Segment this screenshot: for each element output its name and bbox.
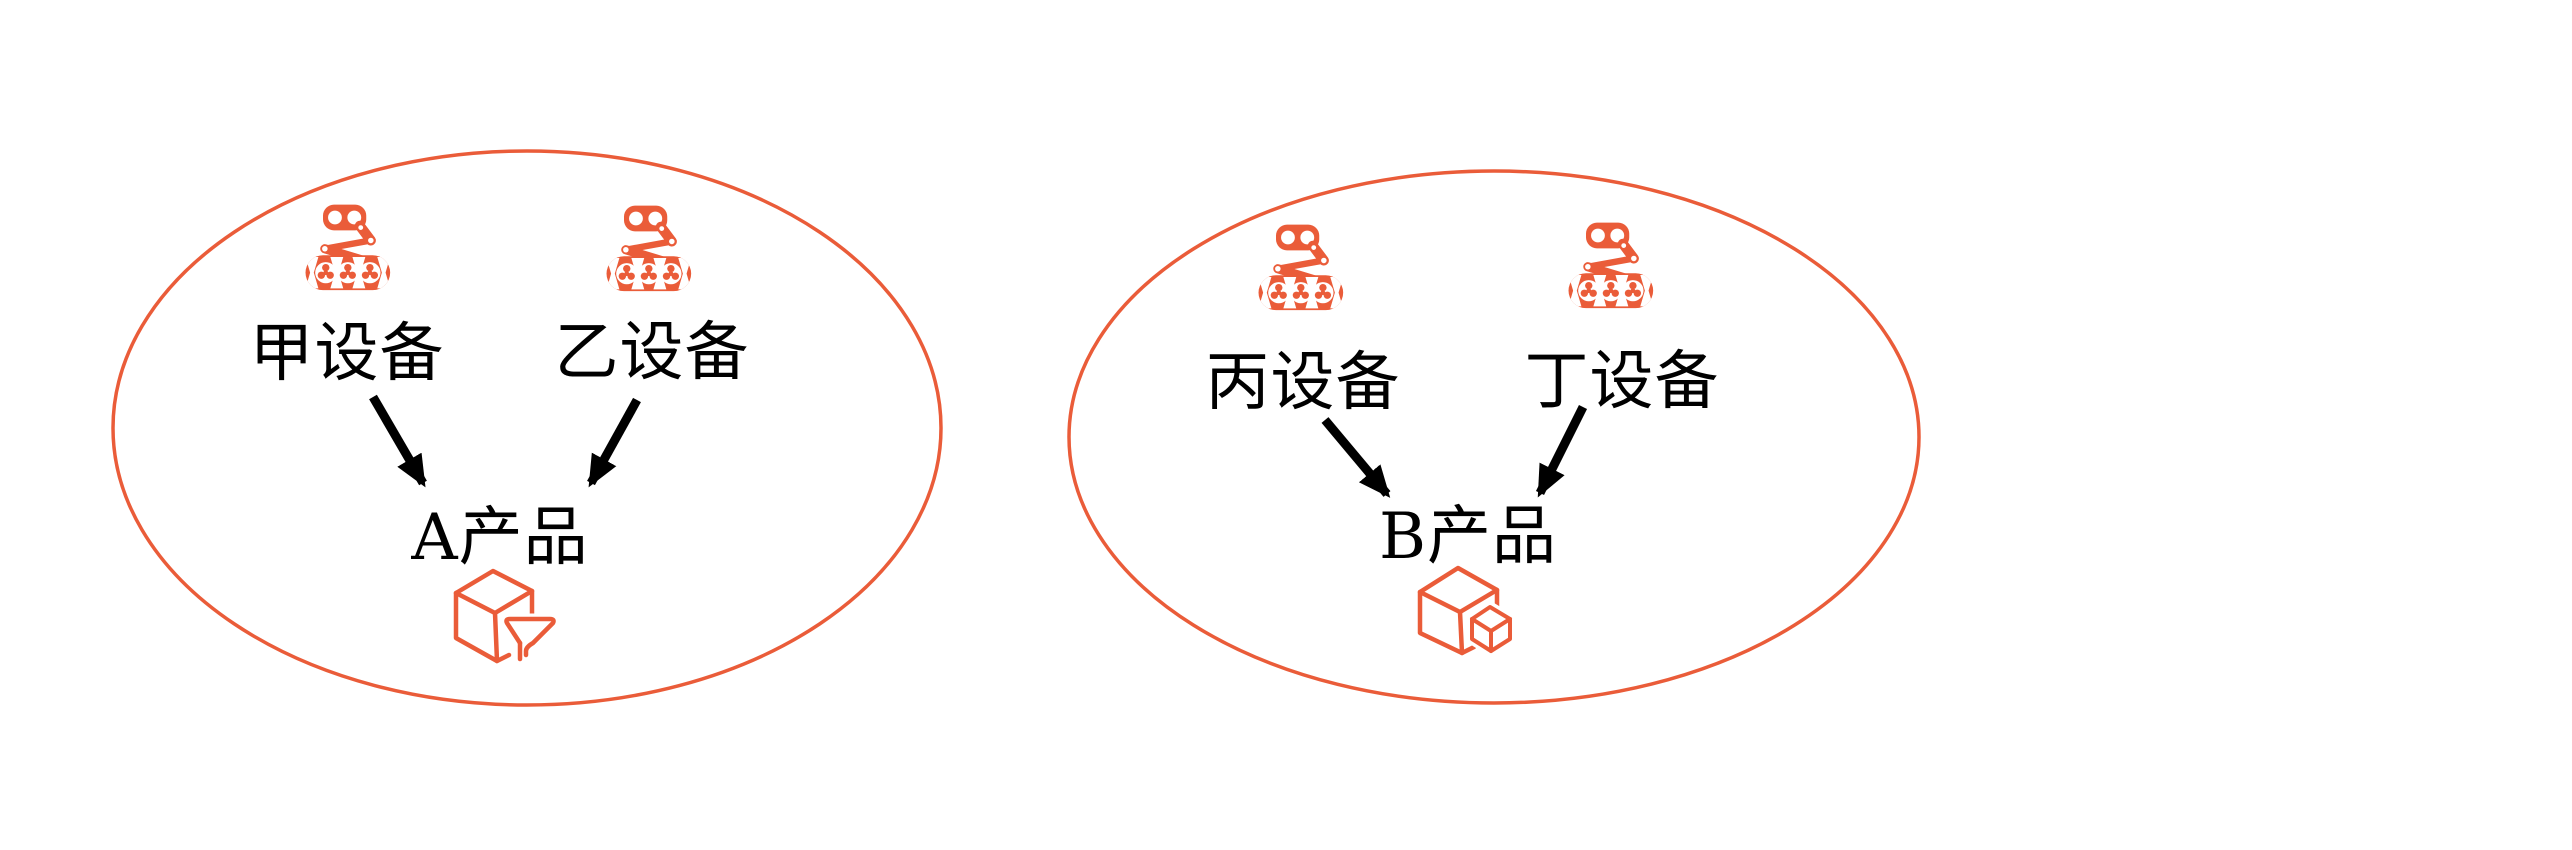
product-b-label: B产品 bbox=[1378, 500, 1558, 574]
robot-crawler-icon bbox=[1563, 218, 1655, 310]
arrow-jia-to-product-a bbox=[369, 394, 427, 488]
robot-crawler-icon bbox=[1253, 220, 1345, 312]
robot-crawler-icon bbox=[300, 200, 392, 292]
machine-label-ding: 丁设备 bbox=[1524, 345, 1720, 419]
product-a-label: A产品 bbox=[411, 501, 589, 575]
group-a-ellipse bbox=[111, 149, 943, 707]
arrow-yi-to-product-a bbox=[587, 397, 641, 488]
robot-crawler-icon bbox=[601, 201, 693, 293]
box-with-small-box-icon bbox=[1417, 565, 1516, 657]
arrow-bing-to-product-b bbox=[1321, 417, 1391, 498]
machine-label-bing: 丙设备 bbox=[1205, 346, 1401, 420]
machine-label-jia: 甲设备 bbox=[249, 317, 445, 391]
group-b-ellipse bbox=[1067, 169, 1921, 705]
machine-label-yi: 乙设备 bbox=[554, 316, 750, 390]
box-with-funnel-icon bbox=[453, 568, 561, 666]
arrow-ding-to-product-b bbox=[1535, 404, 1588, 498]
